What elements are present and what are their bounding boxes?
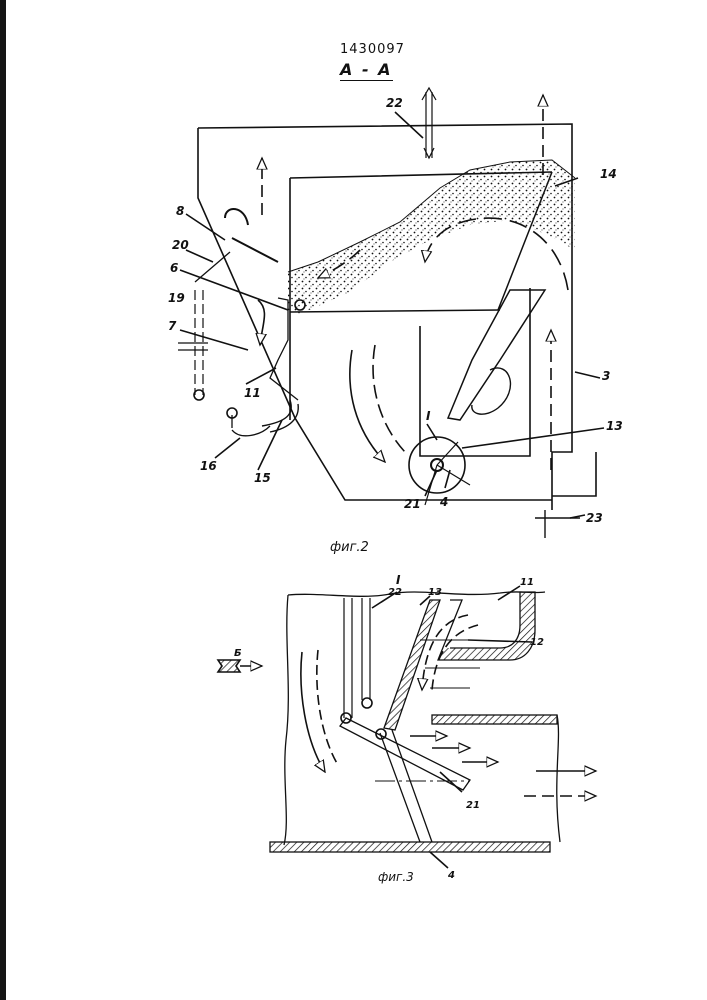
bottom-wall-4 xyxy=(270,842,550,852)
label-7: 7 xyxy=(168,319,177,333)
label-16: 16 xyxy=(200,459,217,473)
label-14: 14 xyxy=(600,167,617,181)
pipe-23 xyxy=(535,510,580,538)
flow-arrow-curve-3 xyxy=(350,350,385,462)
figure-3-caption: фиг.3 xyxy=(378,870,414,884)
linkage-21-strut xyxy=(380,730,432,842)
label-I-fig2: I xyxy=(426,409,431,423)
label-I-fig3: I xyxy=(396,573,401,587)
flow-arrow-fig3-2 xyxy=(317,650,338,765)
break-line-left xyxy=(284,595,288,845)
label-23: 23 xyxy=(586,511,603,525)
label-22-fig3: 22 xyxy=(388,587,402,598)
trough-15 xyxy=(262,400,298,432)
pivot-b xyxy=(362,698,372,708)
inclined-plate-13 xyxy=(384,600,440,730)
rotor-lobe xyxy=(472,368,511,414)
label-13: 13 xyxy=(606,419,623,433)
separator-plate xyxy=(290,310,500,312)
inner-box xyxy=(420,288,530,456)
label-B-fig3: Б xyxy=(234,648,242,659)
label-20: 20 xyxy=(172,238,189,252)
figure-2-caption: фиг.2 xyxy=(330,540,369,555)
chute-11 xyxy=(270,298,298,400)
label-11-fig3: 11 xyxy=(520,577,534,588)
sediment-layer xyxy=(288,160,575,314)
view-arrow-B-feather xyxy=(218,660,240,672)
label-13-fig3: 13 xyxy=(428,587,442,598)
label-21-fig3: 21 xyxy=(466,800,480,811)
label-19: 19 xyxy=(168,291,185,305)
flow-lines-inside xyxy=(420,640,480,688)
outlet-edge xyxy=(557,715,560,842)
label-21: 21 xyxy=(404,497,421,511)
duct-11-hatch xyxy=(438,592,535,660)
figure-2 xyxy=(178,88,604,538)
label-3: 3 xyxy=(602,369,610,383)
deflector-8 xyxy=(225,209,278,262)
label-4: 4 xyxy=(439,495,448,509)
label-12-fig3: 12 xyxy=(530,637,544,648)
pipe-22-fig3 xyxy=(344,598,370,718)
flow-arrow-curve-4 xyxy=(373,345,405,452)
flow-arrow-fig3-1 xyxy=(301,652,325,772)
label-22: 22 xyxy=(386,96,403,110)
label-4-fig3: 4 xyxy=(447,870,455,881)
label-8: 8 xyxy=(176,204,184,218)
linkage-21 xyxy=(340,718,470,790)
pipe-22-arrow-up xyxy=(422,88,436,100)
outlet-wall-top xyxy=(432,715,557,724)
figure-3 xyxy=(218,586,596,868)
label-11: 11 xyxy=(244,386,261,400)
label-6: 6 xyxy=(170,261,178,275)
label-15: 15 xyxy=(254,471,271,485)
